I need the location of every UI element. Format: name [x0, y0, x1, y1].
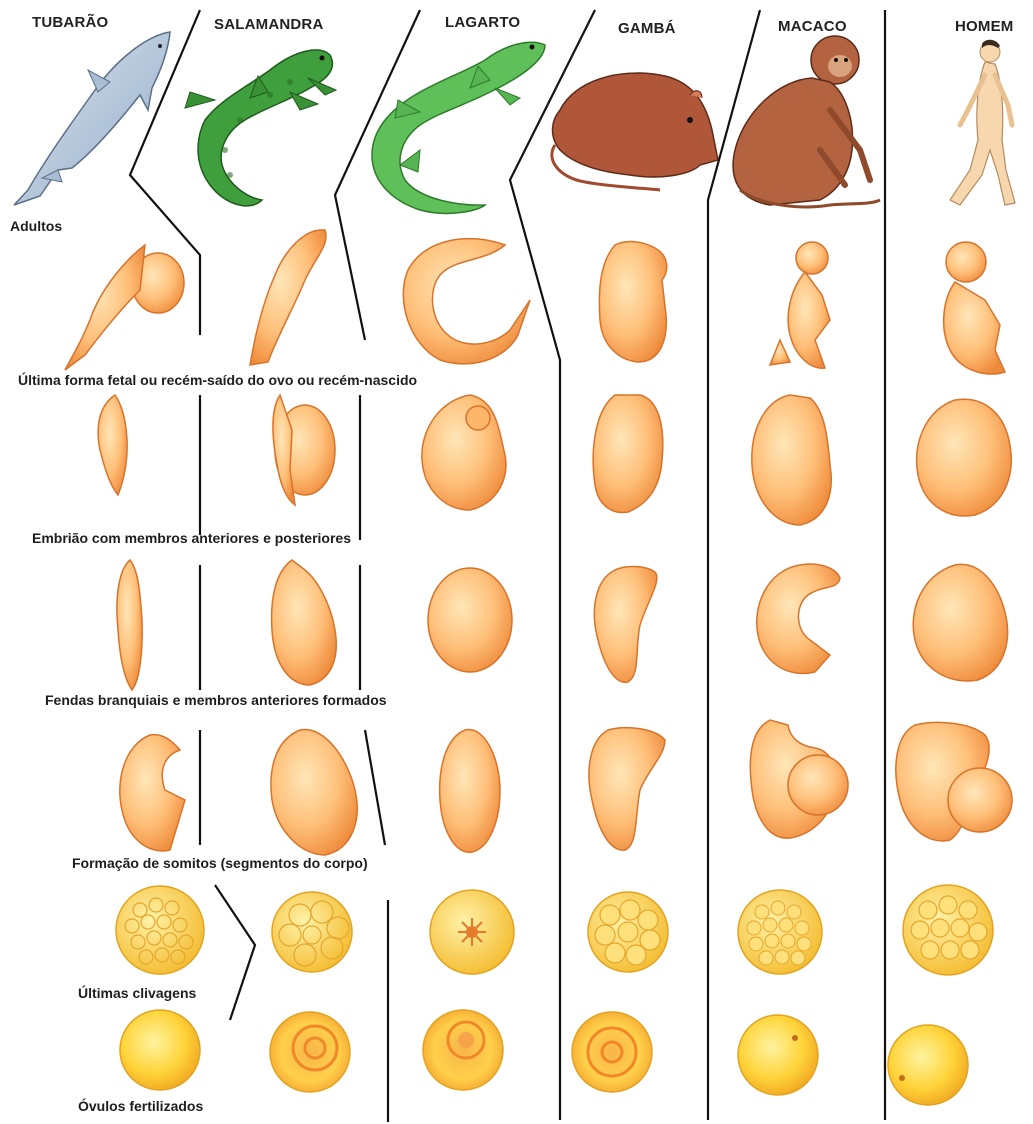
cleavage-row [116, 885, 993, 975]
divider-1e [215, 885, 255, 1020]
lizard-limbs-embryo-icon [422, 395, 506, 510]
salamander-limbs-embryo-icon [273, 395, 335, 505]
monkey-gill-embryo-icon [757, 564, 840, 673]
monkey-egg-icon [738, 1015, 818, 1095]
opossum-adult-icon [552, 73, 718, 190]
header-lizard: LAGARTO [445, 14, 520, 31]
monkey-adult-icon [733, 36, 880, 207]
shark-cleavage-icon [116, 886, 204, 974]
label-adults: Adultos [10, 218, 62, 234]
salamander-fetal-icon [250, 230, 326, 365]
opossum-limbs-embryo-icon [593, 395, 663, 513]
human-cleavage-icon [903, 885, 993, 975]
shark-fetal-icon [65, 245, 184, 370]
label-limbs-embryo: Embrião com membros anteriores e posteri… [32, 530, 351, 546]
label-last-fetal: Última forma fetal ou recém-saído do ovo… [18, 372, 417, 388]
lizard-adult-icon [372, 42, 545, 213]
human-gill-embryo-icon [913, 564, 1007, 681]
opossum-cleavage-icon [588, 892, 668, 972]
divider-2d [365, 730, 385, 845]
header-shark: TUBARÃO [32, 14, 108, 31]
label-cleavage: Últimas clivagens [78, 985, 196, 1001]
header-salamander: SALAMANDRA [214, 16, 324, 33]
human-limbs-embryo-icon [917, 399, 1012, 516]
opossum-somite-embryo-icon [589, 728, 665, 850]
lizard-egg-icon [423, 1010, 503, 1090]
header-opossum: GAMBÁ [618, 20, 676, 37]
human-egg-icon [888, 1025, 968, 1105]
salamander-somite-embryo-icon [271, 730, 357, 855]
shark-egg-icon [120, 1010, 200, 1090]
human-fetal-icon [944, 242, 1005, 374]
lizard-cleavage-icon [430, 890, 514, 974]
label-somites: Formação de somitos (segmentos do corpo) [72, 855, 368, 871]
monkey-fetal-icon [770, 242, 830, 368]
lizard-gill-embryo-icon [428, 568, 512, 672]
header-monkey: MACACO [778, 18, 847, 35]
salamander-egg-icon [270, 1012, 350, 1092]
fertilized-row [120, 1010, 968, 1105]
salamander-cleavage-icon [272, 892, 352, 972]
shark-adult-icon [14, 32, 170, 205]
label-fertilized: Óvulos fertilizados [78, 1098, 203, 1114]
label-gill-slits: Fendas branquiais e membros anteriores f… [45, 692, 387, 708]
human-adult-icon [950, 40, 1015, 205]
monkey-limbs-embryo-icon [752, 395, 831, 525]
monkey-cleavage-icon [738, 890, 822, 974]
opossum-fetal-icon [599, 242, 666, 362]
opossum-gill-embryo-icon [594, 566, 657, 682]
lizard-somite-embryo-icon [440, 730, 500, 853]
salamander-gill-embryo-icon [272, 560, 337, 685]
salamander-adult-icon [185, 50, 336, 206]
shark-somite-embryo-icon [120, 735, 185, 851]
shark-limbs-embryo-icon [98, 395, 127, 495]
shark-gill-embryo-icon [117, 560, 142, 690]
header-human: HOMEM [955, 18, 1014, 35]
opossum-egg-icon [572, 1012, 652, 1092]
lizard-fetal-icon [403, 239, 530, 364]
monkey-somite-embryo-icon [750, 720, 848, 838]
human-somite-embryo-icon [896, 722, 1012, 840]
divider-3 [510, 10, 595, 1120]
